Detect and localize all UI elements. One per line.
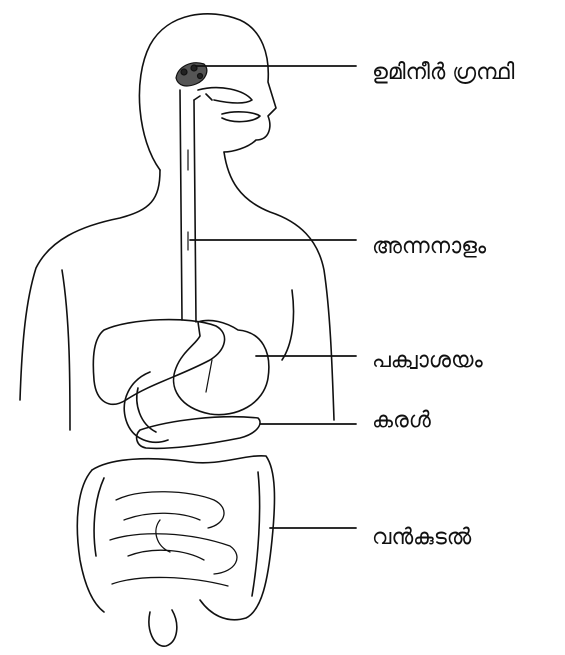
label-esophagus: അന്നനാളം [372,236,486,258]
liver-shape [93,320,224,405]
stomach-shape [174,320,269,414]
pointer-lines [190,66,356,528]
label-liver: കരൾ [372,410,431,432]
small-intestine-shape [110,492,237,586]
pancreas-shape [137,417,260,449]
label-large-intestine: വൻകുടൽ [372,527,471,549]
label-stomach: പക്വാശയം [372,350,483,372]
esophagus-shape [180,90,196,322]
label-salivary-gland: ഉമിനീർ ഗ്രന്ഥി [372,62,514,84]
mouth [194,88,260,122]
